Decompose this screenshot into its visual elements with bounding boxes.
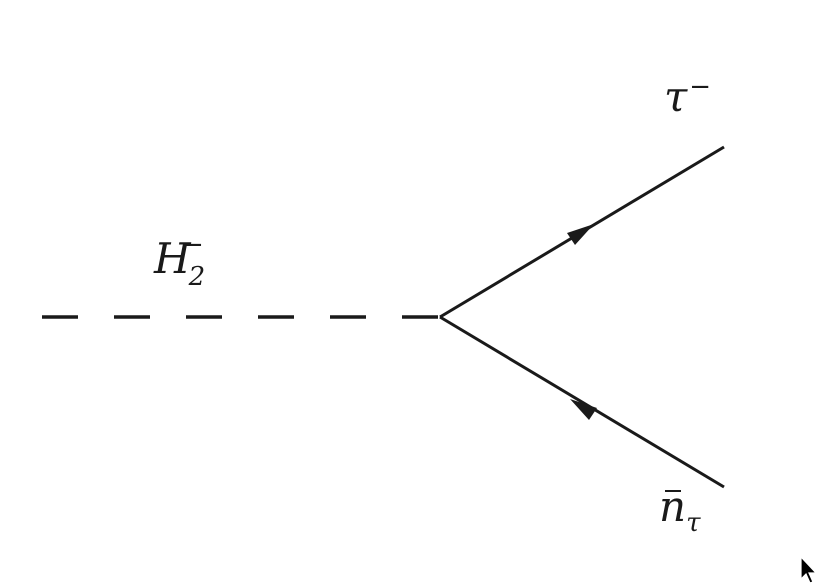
fermion-line-lower bbox=[439, 315, 725, 489]
label-charged-higgs: H2− bbox=[154, 232, 207, 290]
arrow-lower-icon bbox=[570, 399, 597, 420]
tau-symbol: τ bbox=[664, 72, 688, 121]
higgs-subscript: 2 bbox=[188, 262, 206, 292]
label-tau: τ− bbox=[664, 74, 711, 118]
arrow-upper-icon bbox=[567, 224, 594, 245]
n-symbol: n bbox=[659, 482, 687, 531]
n-subscript: τ bbox=[686, 508, 701, 538]
higgs-superscript: − bbox=[182, 230, 204, 260]
mouse-pointer-icon bbox=[800, 556, 818, 584]
antiparticle-bar bbox=[665, 490, 681, 492]
tau-superscript: − bbox=[689, 72, 712, 102]
higgs-symbol: H bbox=[154, 234, 191, 283]
